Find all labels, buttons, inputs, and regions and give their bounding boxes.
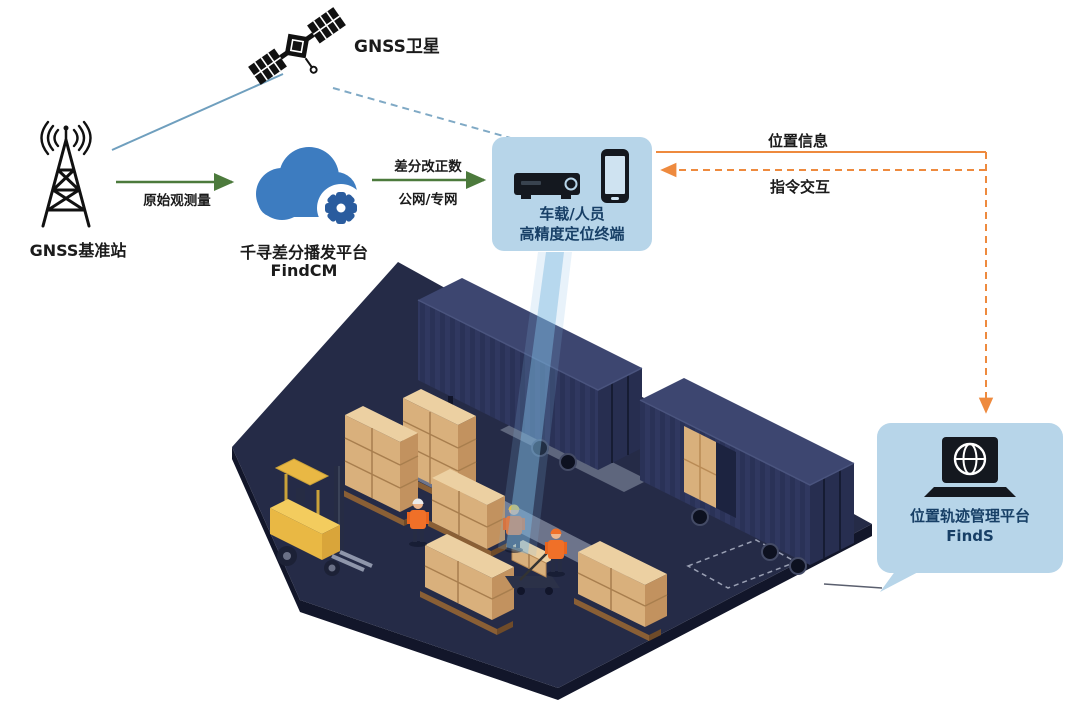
link-satellite-basestation bbox=[111, 73, 284, 151]
satellite-icon bbox=[248, 7, 346, 85]
cloud-icon bbox=[256, 147, 365, 232]
isometric-warehouse-illustration bbox=[232, 252, 872, 700]
signal-waves-right bbox=[72, 120, 92, 156]
globe-icon bbox=[953, 442, 987, 476]
worker-figure bbox=[545, 528, 567, 577]
finds-callout-line bbox=[823, 583, 883, 589]
management-platform-product-label: FindS bbox=[946, 526, 994, 545]
positioning-beam-glow bbox=[498, 252, 572, 556]
pallet-stack bbox=[341, 389, 668, 641]
positioning-beam bbox=[506, 252, 564, 554]
laptop-globe-icon bbox=[924, 437, 1016, 497]
forklift-icon bbox=[270, 458, 373, 576]
container-door-panel bbox=[716, 442, 736, 518]
signal-waves-left bbox=[40, 120, 60, 156]
platform-top bbox=[232, 262, 872, 688]
terminal-panel: 车载/人员 高精度定位终端 bbox=[492, 137, 652, 251]
pallet-jack bbox=[505, 540, 560, 595]
diff-correction-label: 差分改正数 bbox=[394, 159, 462, 175]
terminal-label-line1: 车载/人员 bbox=[539, 205, 605, 223]
worker-figure bbox=[407, 498, 429, 547]
finds-bubble-tail bbox=[880, 570, 922, 592]
gear-icon bbox=[325, 192, 357, 224]
satellite-label: GNSS卫星 bbox=[354, 37, 440, 57]
command-interaction-label: 指令交互 bbox=[770, 178, 831, 196]
smartphone-icon bbox=[601, 149, 629, 203]
management-platform-panel: 位置轨迹管理平台 FindS bbox=[877, 423, 1063, 573]
position-info-label: 位置信息 bbox=[768, 132, 829, 150]
terminal-label-line2: 高精度定位终端 bbox=[519, 224, 625, 243]
container-2 bbox=[639, 378, 855, 575]
receiver-box-icon bbox=[514, 173, 580, 199]
terminal-icons bbox=[512, 147, 632, 205]
link-satellite-terminal bbox=[332, 87, 515, 140]
worker-figure bbox=[503, 504, 525, 553]
platform-side bbox=[232, 447, 872, 700]
cloud-platform-product-label: FindCM bbox=[270, 261, 338, 280]
management-platform-label: 位置轨迹管理平台 bbox=[909, 507, 1030, 525]
container-1 bbox=[417, 278, 643, 471]
raw-observation-label: 原始观测量 bbox=[143, 193, 211, 209]
cloud-platform-label: 千寻差分播发平台 bbox=[239, 243, 368, 262]
base-station-label: GNSS基准站 bbox=[29, 241, 127, 260]
antenna-tower-icon bbox=[40, 120, 92, 228]
network-label: 公网/专网 bbox=[398, 192, 458, 208]
